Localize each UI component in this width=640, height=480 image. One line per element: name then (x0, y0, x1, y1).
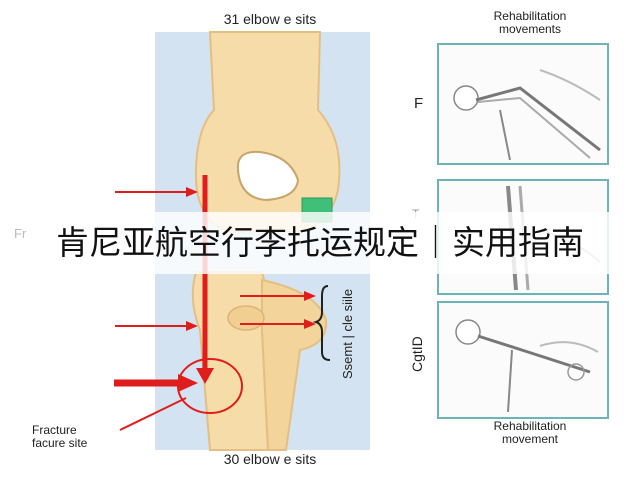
title-banner: 肯尼亚航空行李托运规定｜实用指南 (0, 212, 640, 274)
force-arrow-large (114, 374, 198, 392)
side-bracket (312, 285, 331, 361)
rehab-panel-top (437, 43, 609, 165)
rehab-bottom-title: Rehabilitation movement (455, 419, 605, 447)
rehab-panel-bottom (437, 301, 609, 419)
banner-ghost-text: Fr (14, 226, 27, 241)
force-arrow-upper (115, 187, 198, 197)
side-letter-c: CgtID (409, 336, 425, 372)
fracture-label-line2: facure site (32, 436, 88, 451)
bottom-caption: 30 elbow e sits (223, 451, 317, 467)
fracture-pointer (119, 397, 187, 431)
fracture-circle (177, 358, 243, 414)
fracture-label: Fracture facure site (32, 423, 132, 451)
rehab-top-title-line1: Rehabilitation (493, 9, 567, 23)
joint-head (227, 305, 265, 331)
side-vertical-text: Ssemt | cle siile (340, 288, 355, 380)
side-letter-f: F (414, 95, 424, 112)
banner-title: 肯尼亚航空行李托运规定｜实用指南 (56, 224, 584, 261)
fracture-label-line1: Fracture (32, 423, 77, 437)
top-caption: 31 elbow e sits (223, 11, 317, 27)
fracture-axis-arrowhead (196, 368, 214, 384)
femur-condyle-notch (236, 150, 300, 202)
rehab-top-title-line2: movements (498, 22, 562, 37)
rehab-bottom-title-line1: Rehabilitation (493, 419, 567, 433)
rehab-top-title: Rehabilitation movements (455, 9, 605, 37)
force-arrow-middle (115, 321, 198, 331)
joint-arrow-upper (240, 291, 316, 301)
rehab-bottom-title-line2: movement (501, 432, 559, 447)
joint-arrow-lower (240, 319, 316, 329)
